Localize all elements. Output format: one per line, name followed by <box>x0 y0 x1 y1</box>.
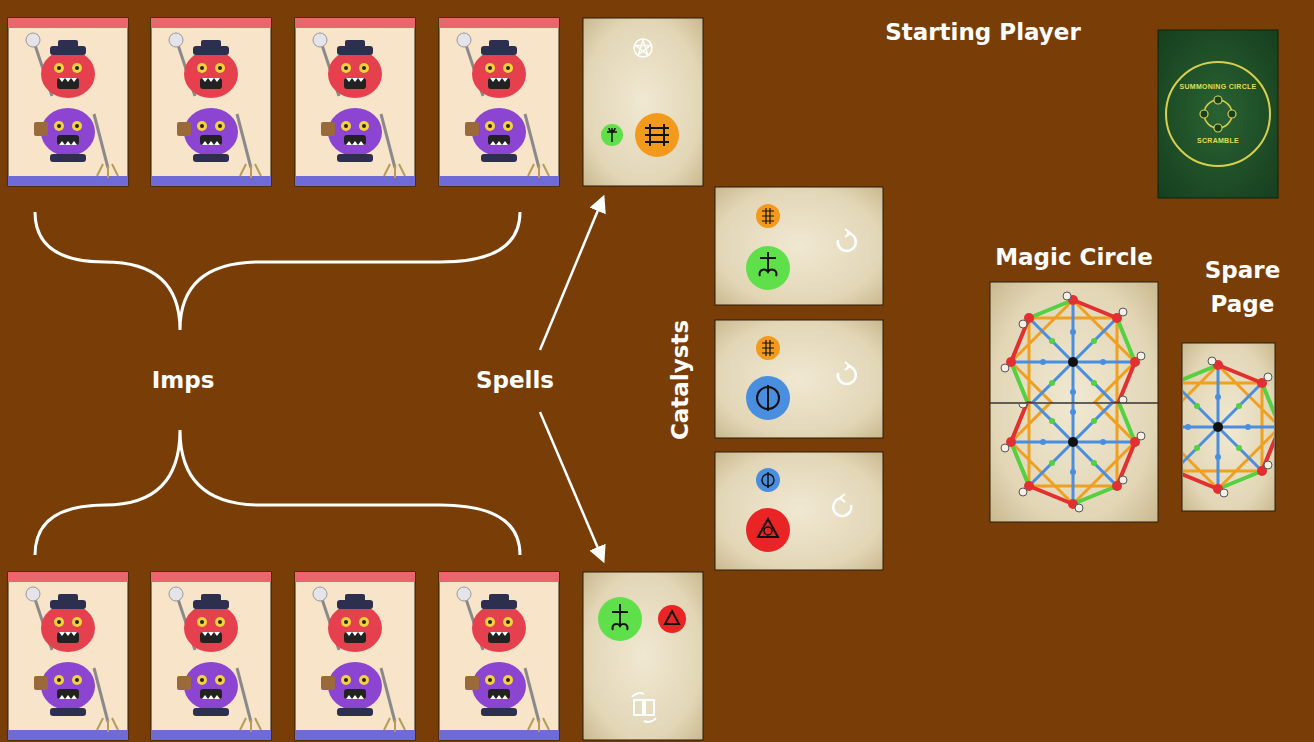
catalysts-label: Catalysts <box>665 320 695 440</box>
spells-label: Spells <box>476 365 554 395</box>
starting-player-label: Starting Player <box>885 17 1081 47</box>
spare-page-card: Spare Page <box>1182 343 1275 511</box>
card-heading: Magic Circle <box>995 240 1153 274</box>
card-title-text: SCRAMBLE <box>1197 136 1239 145</box>
imps-label: Imps <box>152 365 215 395</box>
starting-player-card: SUMMONING CIRCLE SCRAMBLE <box>1158 30 1278 198</box>
card-title-text: SUMMONING CIRCLE <box>1179 82 1256 91</box>
card-heading: Spare Page <box>1193 253 1293 321</box>
magic-circle-card: Magic Circle <box>990 282 1158 522</box>
